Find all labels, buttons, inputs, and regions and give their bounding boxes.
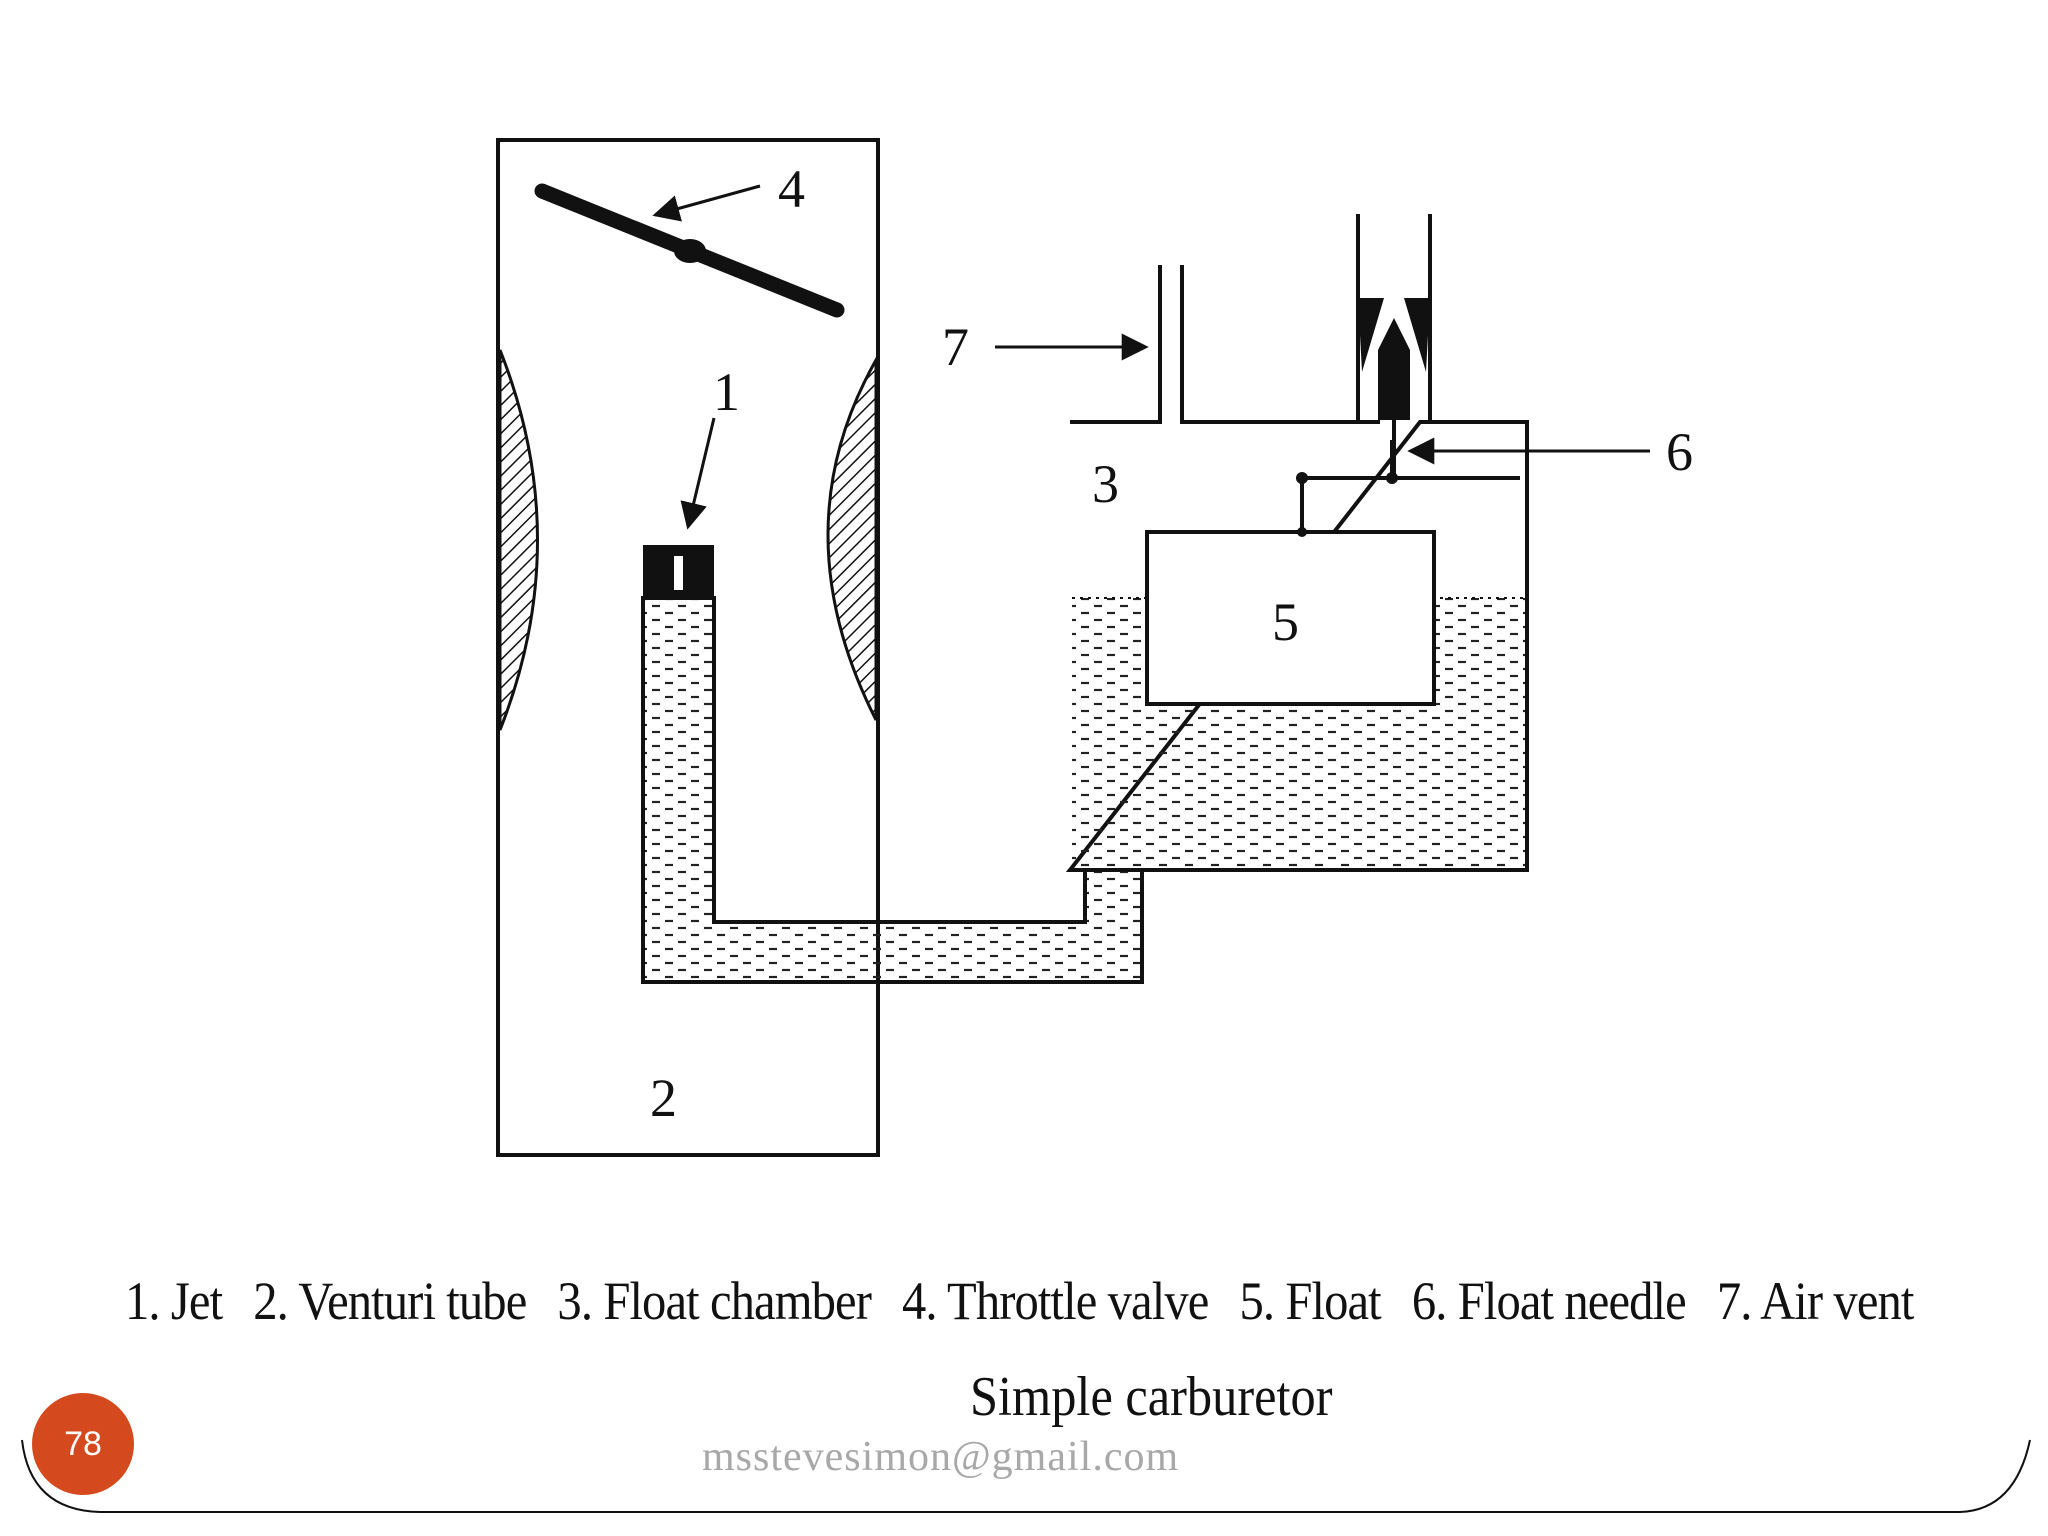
callout-7: 7 bbox=[942, 317, 969, 377]
page-number-badge: 78 bbox=[32, 1393, 134, 1495]
legend-item: 1. Jet bbox=[125, 1271, 223, 1331]
callout-4: 4 bbox=[778, 159, 805, 219]
needle-seat-right bbox=[1404, 298, 1430, 372]
callout-6: 6 bbox=[1666, 422, 1693, 482]
arrow-1 bbox=[680, 417, 716, 530]
fuel-inlet-pipe bbox=[1356, 214, 1432, 422]
float-joint bbox=[1297, 527, 1307, 537]
venturi-throat-left bbox=[498, 349, 539, 731]
footer-email: msstevesimon@gmail.com bbox=[702, 1434, 1180, 1480]
venturi-throat-right bbox=[826, 354, 878, 721]
callout-2: 2 bbox=[650, 1068, 677, 1128]
legend-caption: 1. Jet 2. Venturi tube 3. Float chamber … bbox=[125, 1270, 1914, 1332]
throttle-spindle bbox=[674, 239, 706, 263]
float bbox=[1145, 530, 1436, 706]
arrow-4 bbox=[652, 184, 761, 222]
linkage-pivot bbox=[1296, 472, 1308, 484]
callout-5: 5 bbox=[1272, 592, 1299, 652]
legend-item: 6. Float needle bbox=[1411, 1271, 1687, 1331]
venturi-tube bbox=[496, 138, 880, 1157]
legend-item: 2. Venturi tube bbox=[253, 1271, 527, 1331]
legend-item: 7. Air vent bbox=[1716, 1271, 1915, 1331]
legend-item: 5. Float bbox=[1239, 1271, 1381, 1331]
callout-3: 3 bbox=[1092, 454, 1119, 514]
needle-seat-left bbox=[1358, 298, 1384, 372]
jet-orifice bbox=[674, 556, 683, 590]
float-needle bbox=[1378, 318, 1410, 420]
legend-item: 4. Throttle valve bbox=[902, 1271, 1209, 1331]
figure-title: Simple carburetor bbox=[970, 1366, 1333, 1428]
legend-item: 3. Float chamber bbox=[557, 1271, 871, 1331]
callout-1: 1 bbox=[713, 362, 740, 422]
